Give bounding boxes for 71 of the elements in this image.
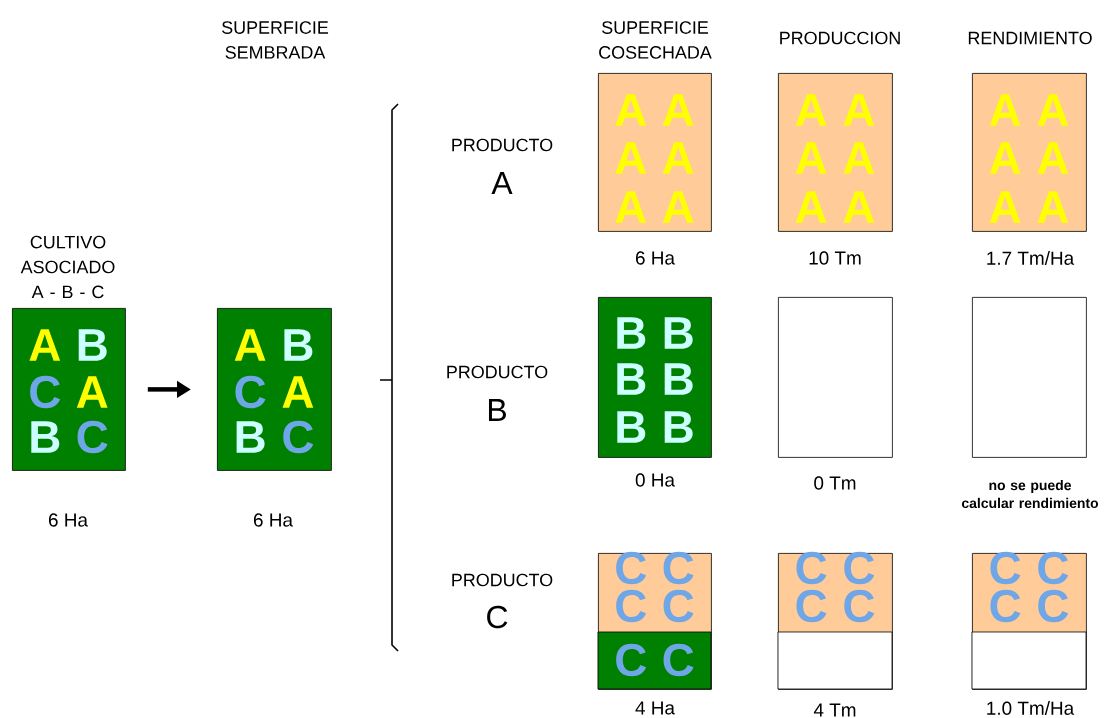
crop-letter: A <box>989 142 1021 174</box>
crop-letter: C <box>1038 551 1069 585</box>
value-label: 10 Tm <box>809 251 861 265</box>
crop-letter: A <box>282 376 314 408</box>
note: no se puede calcular rendimiento <box>961 479 1099 509</box>
value-label: 6 Ha <box>48 513 88 527</box>
crop-letter: C <box>283 420 314 454</box>
crop-letter: B <box>31 421 60 453</box>
crop-letter: C <box>235 375 266 409</box>
crop-letter: A <box>615 94 647 126</box>
crop-letter: B <box>617 411 646 443</box>
column-heading: RENDIMIENTO <box>968 31 1092 45</box>
crop-letter: A <box>795 142 827 174</box>
value-label: 4 Ha <box>635 701 675 715</box>
crop-letter: A <box>615 142 647 174</box>
crop-letter: C <box>1038 589 1069 623</box>
crop-letter: B <box>284 329 313 361</box>
crop-letter: B <box>236 421 265 453</box>
row-label: PRODUCTO <box>452 573 553 587</box>
crop-letter: C <box>990 551 1021 585</box>
crop-letter: B <box>664 411 693 443</box>
crop-letter: C <box>30 375 61 409</box>
crop-letter: B <box>78 329 107 361</box>
crop-letter: A <box>1037 94 1069 126</box>
crop-letter: B <box>664 363 693 395</box>
value-label: 1.7 Tm/Ha <box>987 251 1075 265</box>
crop-letter: A <box>1037 191 1069 223</box>
crop-letter: B <box>617 363 646 395</box>
crop-letter: A <box>795 191 827 223</box>
crop-letter: A <box>662 94 694 126</box>
value-label: 0 Ha <box>635 473 675 487</box>
value-label: 6 Ha <box>253 513 293 527</box>
row-label: PRODUCTO <box>447 365 548 379</box>
crop-letter: C <box>990 589 1021 623</box>
value-label: 1.0 Tm/Ha <box>987 701 1075 715</box>
crop-letter: A <box>843 191 875 223</box>
crop-letter: A <box>989 191 1021 223</box>
crop-letter: C <box>616 643 647 677</box>
crop-letter: C <box>616 551 647 585</box>
crop-letter: A <box>795 94 827 126</box>
crop-letter: C <box>796 589 827 623</box>
crop-letter: A <box>29 329 61 361</box>
crop-letter: C <box>77 420 108 454</box>
crop-letter: A <box>662 142 694 174</box>
row-letter: A <box>491 172 513 194</box>
crop-letter: A <box>989 94 1021 126</box>
crop-letter: A <box>843 142 875 174</box>
crop-letter: A <box>76 376 108 408</box>
crop-letter: C <box>796 551 827 585</box>
column-heading: SUPERFICIE SEMBRADA <box>222 21 329 59</box>
crop-letter: C <box>844 551 875 585</box>
row-letter: C <box>487 605 508 629</box>
crop-letter: A <box>615 191 647 223</box>
crop-letter: A <box>1037 142 1069 174</box>
column-heading: PRODUCCION <box>780 31 900 45</box>
crop-letter: B <box>664 317 693 349</box>
row-label: PRODUCTO <box>452 138 553 152</box>
value-label: 0 Tm <box>814 476 856 490</box>
crop-letter: A <box>843 94 875 126</box>
crop-letter: C <box>663 589 694 623</box>
node-label: CULTIVO ASOCIADO A - B - C <box>20 235 115 299</box>
crop-letter: C <box>663 643 694 677</box>
row-letter: B <box>489 399 506 421</box>
crop-letter: C <box>616 589 647 623</box>
crop-letter: C <box>663 551 694 585</box>
crop-letter: B <box>617 317 646 349</box>
crop-letter: A <box>662 191 694 223</box>
value-label: 4 Tm <box>813 703 856 717</box>
crop-letter: A <box>234 329 266 361</box>
value-label: 6 Ha <box>635 251 675 265</box>
crop-letter: C <box>844 589 875 623</box>
